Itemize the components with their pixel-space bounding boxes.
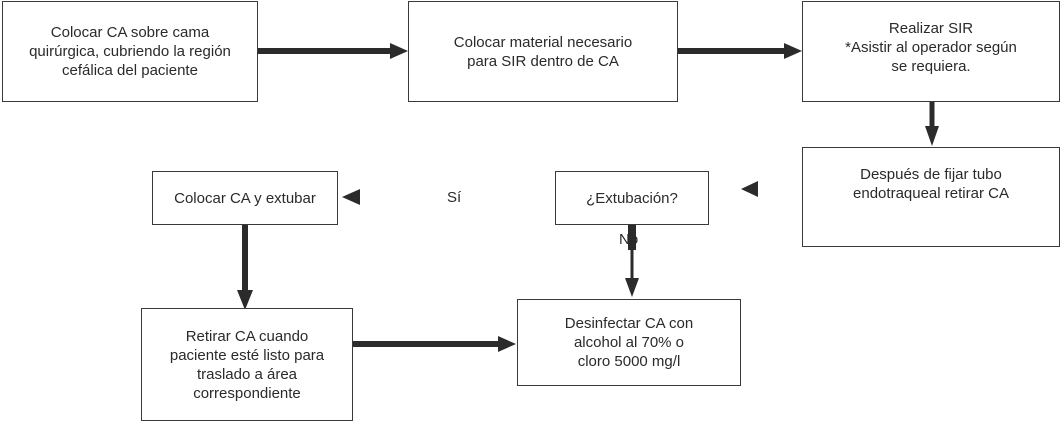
step-place-sir-material: Colocar material necesario para SIR dent… — [408, 1, 678, 102]
arrow-no-to-n8 — [625, 224, 639, 297]
arrow-n6-to-n7 — [237, 225, 253, 310]
step-place-ca-and-extubate: Colocar CA y extubar — [152, 171, 338, 225]
edge-label-no: No — [619, 231, 639, 248]
arrow-n3-to-n4 — [925, 101, 939, 146]
arrow-n1-to-n2 — [258, 43, 408, 59]
step-remove-ca-after-tube: Después de fijar tubo endotraqueal retir… — [802, 147, 1060, 247]
arrow-n2-to-n3 — [678, 43, 802, 59]
edge-label-yes: Sí — [447, 189, 462, 206]
arrow-yes-to-n6 — [342, 189, 360, 205]
arrow-n7-to-n8 — [351, 336, 516, 352]
arrow-into-extubacion — [741, 181, 758, 197]
step-remove-ca-for-transfer: Retirar CA cuando paciente esté listo pa… — [141, 308, 353, 421]
step-place-ca-on-bed: Colocar CA sobre cama quirúrgica, cubrie… — [2, 1, 258, 102]
step-disinfect-ca: Desinfectar CA con alcohol al 70% o clor… — [517, 299, 741, 386]
decision-extubation: ¿Extubación? — [555, 171, 709, 225]
step-perform-sir: Realizar SIR *Asistir al operador según … — [802, 1, 1060, 102]
